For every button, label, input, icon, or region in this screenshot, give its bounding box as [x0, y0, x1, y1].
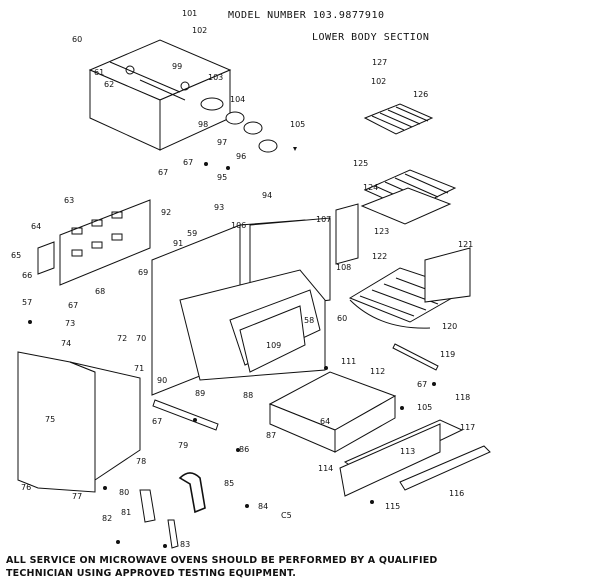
callout-label: 84	[258, 502, 269, 511]
callout-label: 60	[72, 35, 83, 44]
callout-label: 69	[138, 268, 149, 277]
callout-label: 76	[21, 483, 32, 492]
callout-label: 126	[413, 90, 429, 99]
callout-label: 98	[198, 120, 209, 129]
callout-label: 117	[460, 423, 476, 432]
callout-label: 64	[320, 417, 331, 426]
callout-label: 65	[11, 251, 22, 260]
callout-label: 127	[372, 58, 388, 67]
callout-label: 122	[372, 252, 388, 261]
callout-label: 72	[117, 334, 128, 343]
callout-label: 107	[316, 215, 332, 224]
callout-label: 59	[187, 229, 198, 238]
storage-drawer	[268, 371, 397, 453]
callout-label: 105	[290, 120, 306, 129]
callout-label: 66	[22, 271, 33, 280]
callout-label: 80	[119, 488, 130, 497]
callout-label: 125	[353, 159, 369, 168]
back-panel	[37, 199, 151, 286]
oven-body	[151, 203, 359, 396]
section-title: LOWER BODY SECTION	[312, 32, 430, 43]
callout-label: 106	[231, 221, 247, 230]
callout-label: 73	[65, 319, 76, 328]
callout-label: 97	[217, 138, 228, 147]
callout-label: 124	[363, 183, 379, 192]
callout-label: 67	[152, 417, 163, 426]
model-number-label: MODEL NUMBER 103.9877910	[228, 10, 385, 21]
callout-label: 102	[192, 26, 208, 35]
callout-label: 96	[236, 152, 247, 161]
callout-label: 95	[217, 173, 228, 182]
callout-label: 75	[45, 415, 56, 424]
trim-strips	[152, 343, 439, 431]
grommet-parts	[200, 97, 297, 153]
drawer-front	[339, 419, 491, 497]
callout-label: 58	[304, 316, 315, 325]
callout-label: 104	[230, 95, 246, 104]
callout-label: 79	[178, 441, 189, 450]
callout-label: 102	[371, 77, 387, 86]
callout-label: 99	[172, 62, 183, 71]
callout-label: 90	[157, 376, 168, 385]
callout-label: 74	[61, 339, 72, 348]
callout-label: 112	[370, 367, 386, 376]
callout-label: 82	[102, 514, 113, 523]
callout-label: 67	[68, 301, 79, 310]
callout-label: 115	[385, 502, 401, 511]
callout-label: 83	[180, 540, 191, 549]
upper-cabinet-box	[88, 39, 232, 151]
callout-label: 67	[417, 380, 428, 389]
small-rack	[363, 103, 434, 135]
callout-label: 118	[455, 393, 471, 402]
callout-label: 61	[94, 68, 105, 77]
callout-label: 85	[224, 479, 235, 488]
callout-label: 109	[266, 341, 282, 350]
side-panel	[17, 351, 141, 493]
callout-label: C5	[281, 511, 292, 520]
callout-label: 105	[417, 403, 433, 412]
callout-label: 111	[341, 357, 357, 366]
callout-label: 87	[266, 431, 277, 440]
callout-label: 64	[31, 222, 42, 231]
callout-label: 63	[64, 196, 75, 205]
service-warning-line-1: ALL SERVICE ON MICROWAVE OVENS SHOULD BE…	[6, 555, 438, 566]
callout-label: 93	[214, 203, 225, 212]
callout-label: 57	[22, 298, 33, 307]
callout-label: 62	[104, 80, 115, 89]
broiler-pan	[360, 169, 457, 225]
callout-label: 113	[400, 447, 416, 456]
callout-label: 101	[182, 9, 198, 18]
callout-label: 121	[458, 240, 474, 249]
bracket-parts	[139, 472, 206, 549]
callout-label: 88	[243, 391, 254, 400]
callout-label: 108	[336, 263, 352, 272]
callout-label: 114	[318, 464, 334, 473]
callout-label: 103	[208, 73, 224, 82]
callout-label: 60	[337, 314, 348, 323]
callout-label: 92	[161, 208, 172, 217]
callout-label: 91	[173, 239, 184, 248]
callout-label: 86	[239, 445, 250, 454]
service-warning-line-2: TECHNICIAN USING APPROVED TESTING EQUIPM…	[6, 568, 297, 579]
callout-label: 71	[134, 364, 145, 373]
callout-label: 81	[121, 508, 132, 517]
callout-label: 120	[442, 322, 458, 331]
oven-rack	[348, 247, 471, 329]
callout-label: 94	[262, 191, 273, 200]
callout-label: 78	[136, 457, 147, 466]
callout-label: 119	[440, 350, 456, 359]
callout-label: 116	[449, 489, 465, 498]
callout-label: 123	[374, 227, 390, 236]
callout-label: 67	[183, 158, 194, 167]
callout-label: 70	[136, 334, 147, 343]
screws-and-fasteners	[28, 162, 436, 548]
callout-label: 89	[195, 389, 206, 398]
callout-label: 67	[158, 168, 169, 177]
callout-label: 68	[95, 287, 106, 296]
callout-label: 77	[72, 492, 83, 501]
